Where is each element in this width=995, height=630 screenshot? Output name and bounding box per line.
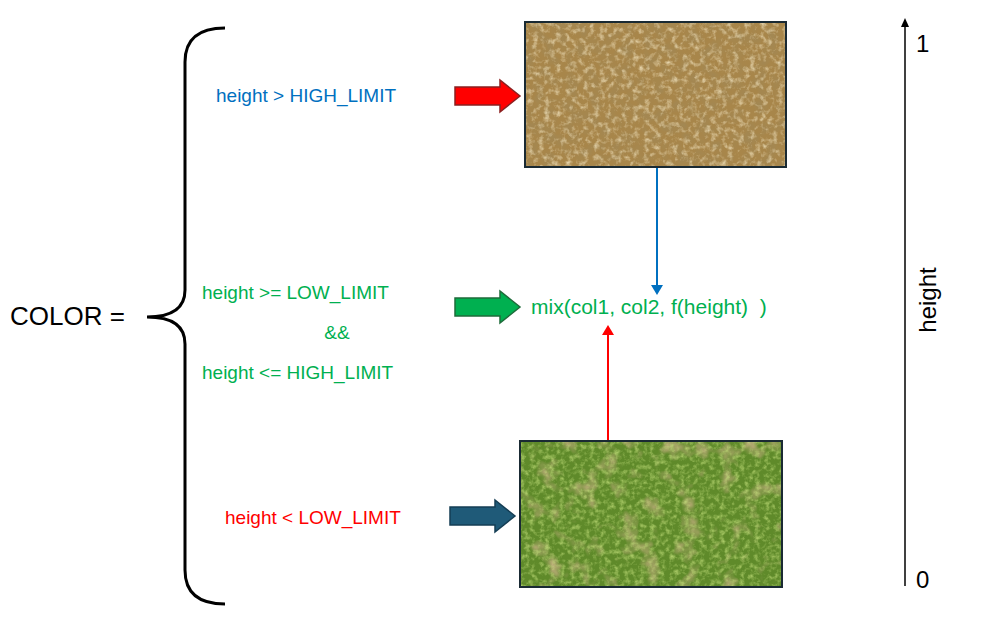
sand-shade [525, 22, 786, 167]
axis-line [904, 26, 906, 586]
grass-texture [520, 441, 782, 587]
axis-tick-label: 0 [916, 566, 929, 594]
grass-border [520, 441, 782, 587]
red-block-arrow [455, 80, 520, 112]
mix-formula: mix(col1, col2, f(height) ) [531, 295, 767, 319]
curly-brace [147, 28, 225, 604]
teal-block-arrow [450, 500, 515, 532]
red-arrowhead [602, 325, 614, 335]
condition-operator: && [324, 322, 349, 344]
sand-border [525, 22, 786, 167]
grass-ground [520, 441, 782, 587]
red-leader-line [607, 334, 609, 440]
axis-arrowhead [901, 18, 909, 27]
condition-text: height > HIGH_LIMIT [216, 85, 396, 107]
axis-title: height [914, 267, 942, 332]
grass-dirt [520, 441, 782, 587]
sand-grain [525, 22, 786, 167]
condition-text: height >= LOW_LIMIT [202, 282, 389, 304]
sand-ground [525, 22, 786, 167]
condition-text: height < LOW_LIMIT [225, 507, 401, 529]
blue-arrowhead [651, 285, 663, 295]
equation-lhs: COLOR = [10, 302, 125, 332]
blue-leader-line [656, 168, 658, 286]
axis-tick-label: 1 [916, 30, 929, 58]
grass-blades [520, 441, 782, 587]
sand-texture [525, 22, 786, 167]
green-block-arrow [455, 291, 520, 323]
condition-text: height <= HIGH_LIMIT [202, 362, 393, 384]
